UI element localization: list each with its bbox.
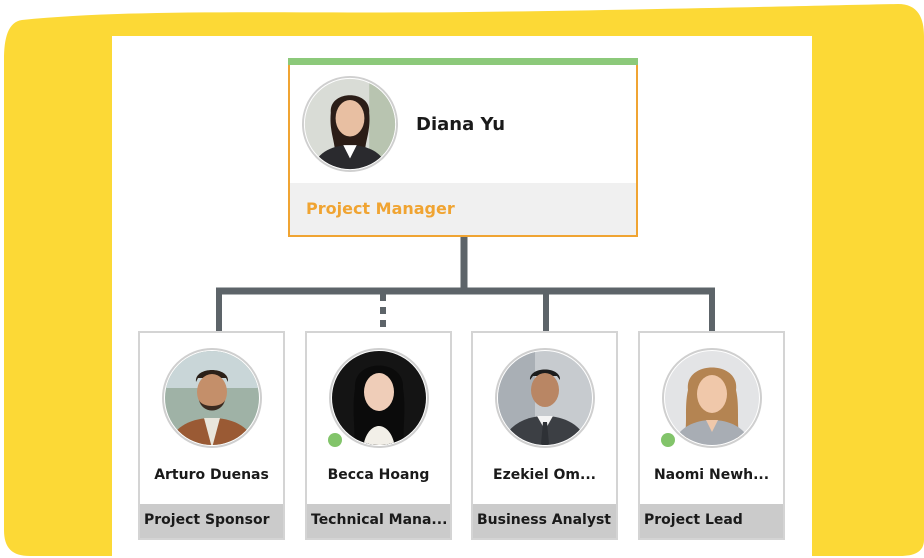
report-name: Naomi Newh... bbox=[653, 467, 770, 483]
report-photo-avatar bbox=[662, 348, 762, 448]
report-card-naomi[interactable]: Naomi Newh... Project Lead bbox=[638, 331, 785, 540]
report-name: Ezekiel Om... bbox=[493, 467, 596, 483]
report-card-arturo[interactable]: Arturo Duenas Project Sponsor bbox=[138, 331, 285, 540]
report-name: Arturo Duenas bbox=[154, 467, 269, 483]
status-online-dot bbox=[328, 433, 342, 447]
manager-name: Diana Yu bbox=[416, 114, 506, 135]
status-online-dot bbox=[661, 433, 675, 447]
manager-role-bar: Project Manager bbox=[290, 183, 636, 235]
report-card-becca[interactable]: Becca Hoang Technical Mana... bbox=[305, 331, 452, 540]
report-photo-avatar bbox=[162, 348, 262, 448]
report-role-bar: Business Analyst bbox=[473, 504, 616, 538]
report-card-ezekiel[interactable]: Ezekiel Om... Business Analyst bbox=[471, 331, 618, 540]
manager-role: Project Manager bbox=[306, 199, 455, 218]
manager-card[interactable]: Diana Yu Project Manager bbox=[288, 58, 638, 237]
report-photo-avatar bbox=[495, 348, 595, 448]
report-role: Project Lead bbox=[644, 512, 743, 528]
manager-photo-avatar bbox=[302, 76, 398, 172]
report-photo-avatar bbox=[329, 348, 429, 448]
report-role: Business Analyst bbox=[477, 512, 611, 528]
report-role-bar: Project Lead bbox=[640, 504, 783, 538]
report-role-bar: Technical Mana... bbox=[307, 504, 450, 538]
manager-accent-bar bbox=[288, 58, 638, 65]
report-role-bar: Project Sponsor bbox=[140, 504, 283, 538]
report-name: Becca Hoang bbox=[327, 467, 430, 483]
report-role: Project Sponsor bbox=[144, 512, 270, 528]
report-role: Technical Mana... bbox=[311, 512, 448, 528]
